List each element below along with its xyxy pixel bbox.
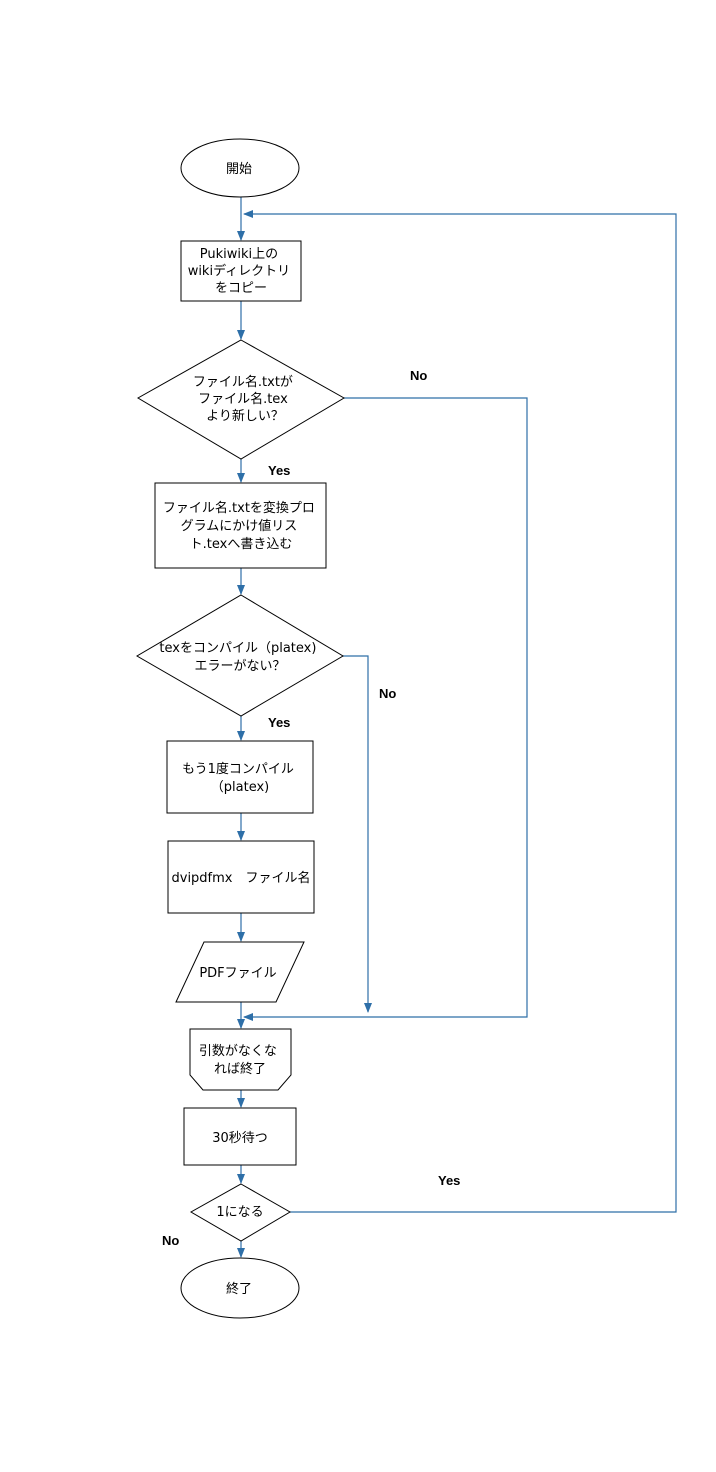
pdf-data bbox=[175, 941, 305, 1003]
recompile-label: もう1度コンパイル （platex) bbox=[182, 761, 298, 795]
copy-label: Pukiwiki上の wikiディレクトリ をコピー bbox=[188, 247, 295, 296]
compile-decision bbox=[136, 594, 344, 717]
loop-end-label: 引数がなくな れば終了 bbox=[199, 1044, 281, 1077]
wait-label: 30秒待つ bbox=[212, 1131, 268, 1146]
node-labels: 開始 Pukiwiki上の wikiディレクトリ をコピー ファイル名.txtが… bbox=[159, 162, 320, 1297]
end-terminal bbox=[180, 1257, 300, 1319]
wait-process bbox=[183, 1107, 297, 1166]
compile-yes-label: Yes bbox=[268, 715, 290, 730]
dvipdf-label: dvipdfmx ファイル名 bbox=[172, 870, 311, 886]
compile-label: texをコンパイル（platex) エラーがない？ bbox=[159, 641, 320, 674]
newer-decision bbox=[137, 339, 345, 460]
one-decision bbox=[189, 1183, 291, 1242]
connector-loop-back bbox=[243, 210, 677, 1213]
one-yes-label: Yes bbox=[438, 1173, 460, 1188]
newer-label: ファイル名.txtが ファイル名.tex より新しい？ bbox=[193, 374, 297, 424]
copy-process bbox=[180, 240, 302, 302]
start-terminal bbox=[180, 138, 300, 198]
connector-compile-no bbox=[343, 655, 372, 1013]
connectors bbox=[237, 197, 677, 1258]
connector-newer-no bbox=[243, 397, 528, 1021]
start-label: 開始 bbox=[226, 162, 252, 177]
newer-yes-label: Yes bbox=[268, 463, 290, 478]
convert-process bbox=[154, 482, 327, 569]
end-label: 終了 bbox=[226, 1281, 252, 1297]
loop-end-shape bbox=[189, 1028, 292, 1091]
branch-labels: No Yes No Yes Yes No bbox=[162, 368, 460, 1248]
one-no-label: No bbox=[162, 1233, 179, 1248]
convert-label: ファイル名.txtを変換プロ グラムにかけ値リス ト.texへ書き込む bbox=[163, 500, 319, 552]
pdf-label: PDFファイル bbox=[199, 966, 276, 981]
recompile-process bbox=[166, 740, 314, 814]
dvipdf-process bbox=[167, 840, 315, 914]
compile-no-label: No bbox=[379, 686, 396, 701]
one-label: 1になる bbox=[216, 1205, 263, 1220]
newer-no-label: No bbox=[410, 368, 427, 383]
shapes bbox=[136, 138, 345, 1319]
